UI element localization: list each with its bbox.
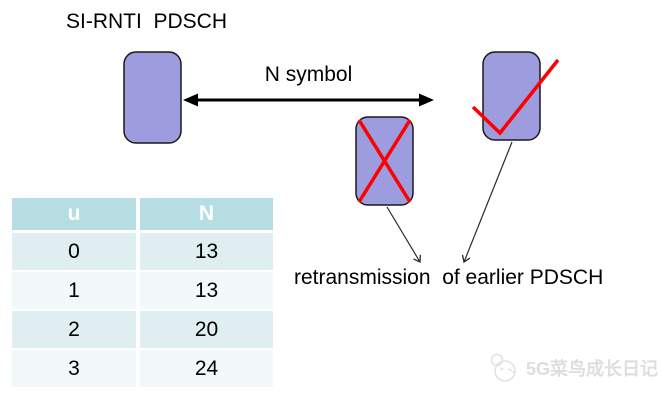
table-row: 0 13	[12, 233, 273, 272]
table-header-n: N	[140, 198, 273, 233]
cross-mark-icon	[357, 119, 412, 203]
table-header-row: u N	[12, 198, 273, 233]
si-rnti-pdsch-block	[123, 51, 182, 144]
watermark-text: 5G菜鸟成长日记	[526, 359, 659, 379]
watermark: 5G菜鸟成长日记	[489, 351, 658, 385]
cell-u: 1	[12, 272, 140, 311]
slide-title: SI-RNTI PDSCH	[66, 10, 228, 33]
n-symbol-label: N symbol	[264, 63, 353, 86]
bird-logo-icon	[490, 353, 516, 382]
table-row: 1 13	[12, 272, 273, 311]
check-pdsch-block	[471, 51, 560, 141]
table-row: 3 24	[12, 350, 273, 389]
cell-n: 24	[140, 350, 273, 389]
retransmission-caption: retransmission of earlier PDSCH	[294, 266, 604, 289]
cell-u: 3	[12, 350, 140, 389]
cell-n: 13	[140, 233, 273, 272]
u-n-table: u N 0 13 1 13 2 20 3 24	[12, 198, 273, 389]
n-symbol-double-arrow	[183, 93, 434, 107]
pointer-arrow-from-check-block	[461, 141, 513, 264]
pointer-arrow-from-crossed-block	[386, 206, 421, 264]
table-header-u: u	[12, 198, 140, 233]
check-mark-icon	[471, 58, 560, 136]
crossed-pdsch-block	[355, 116, 414, 206]
cell-u: 0	[12, 233, 140, 272]
cell-u: 2	[12, 311, 140, 350]
cell-n: 13	[140, 272, 273, 311]
cell-n: 20	[140, 311, 273, 350]
table-row: 2 20	[12, 311, 273, 350]
